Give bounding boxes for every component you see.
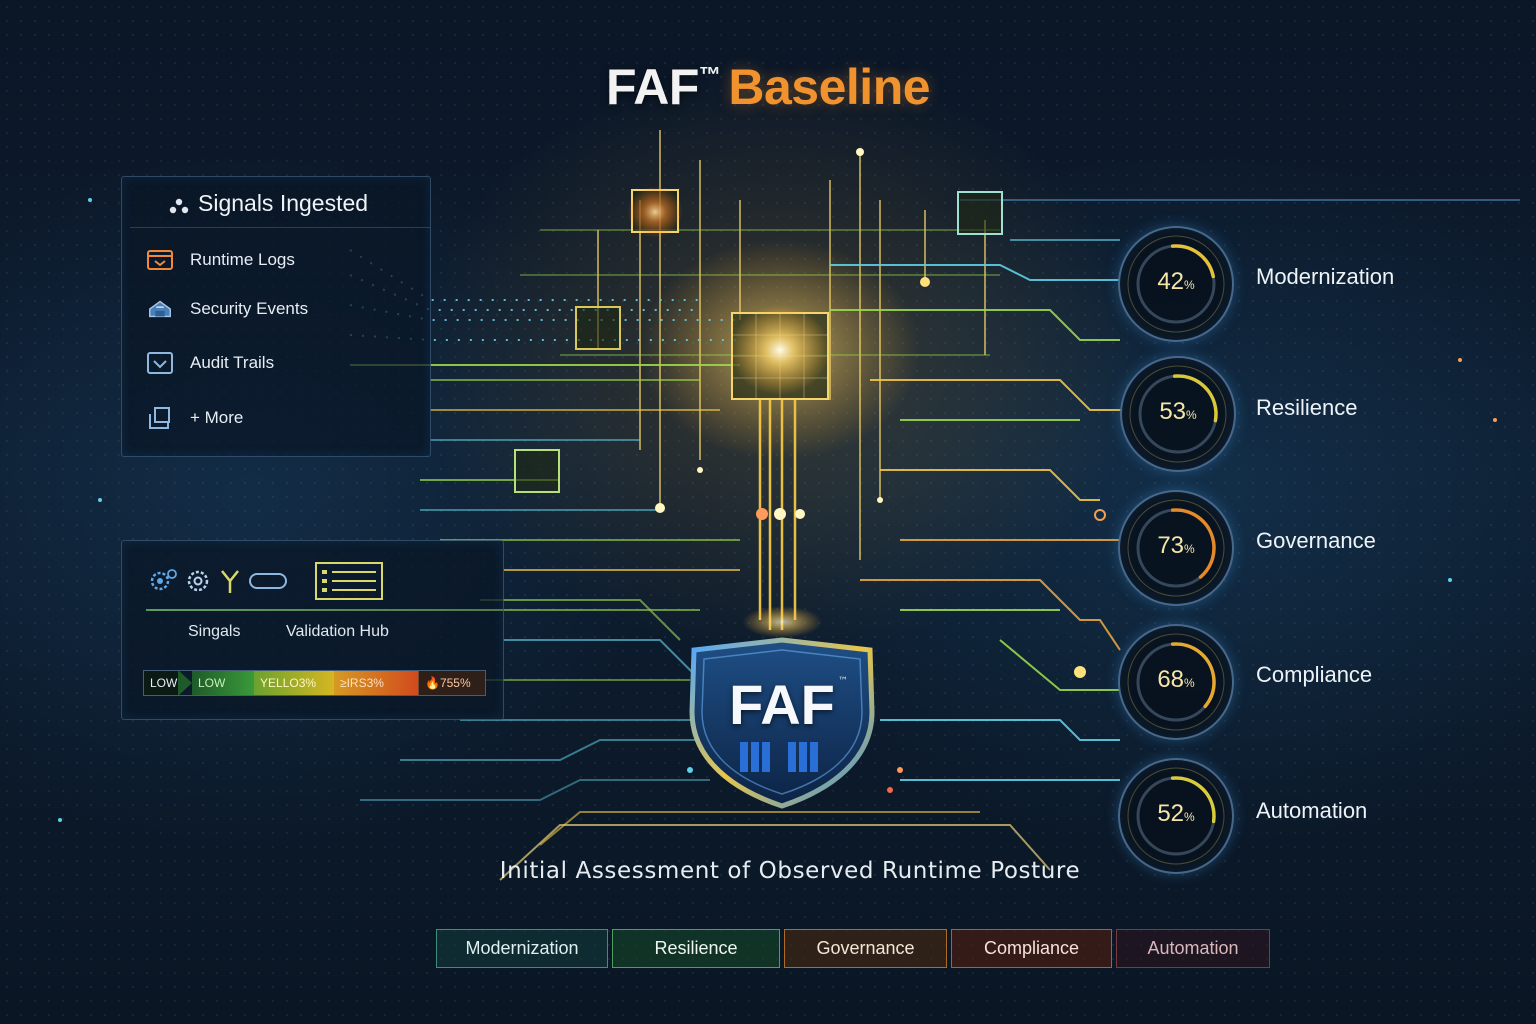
play-arrow-icon xyxy=(178,671,192,695)
tab-governance[interactable]: Governance xyxy=(784,929,947,968)
shield-faf-text: FAF xyxy=(729,673,835,736)
stack-more-icon xyxy=(146,406,174,430)
gauge-value: 73% xyxy=(1118,532,1234,560)
title-trademark: ™ xyxy=(698,62,721,87)
gauge-unit: % xyxy=(1184,542,1195,556)
gauge-compliance[interactable]: 68% xyxy=(1118,624,1234,740)
tab-label: Governance xyxy=(816,938,915,958)
signal-item-label: Runtime Logs xyxy=(190,250,295,269)
checkbox-audit-icon xyxy=(146,351,174,375)
gauge-arc-icon xyxy=(1127,499,1225,597)
gauge-arc-icon xyxy=(1127,633,1225,731)
gauge-resilience[interactable]: 53% xyxy=(1120,356,1236,472)
gauge-unit: % xyxy=(1184,810,1195,824)
assessment-subtitle: Initial Assessment of Observed Runtime P… xyxy=(499,858,1081,884)
hub-icon-row xyxy=(146,561,384,601)
tab-automation[interactable]: Automation xyxy=(1116,929,1270,968)
page-title: FAF™ Baseline xyxy=(0,58,1536,116)
divider xyxy=(130,227,430,228)
gauge-label-resilience: Resilience xyxy=(1256,395,1358,420)
cloud-security-icon xyxy=(146,297,174,321)
gauge-governance[interactable]: 73% xyxy=(1118,490,1234,606)
category-tabs: Modernization Resilience Governance Comp… xyxy=(436,929,1270,968)
gauge-arc-icon xyxy=(1127,767,1225,865)
gauge-arc-icon xyxy=(1129,365,1227,463)
gauge-label-modernization: Modernization xyxy=(1256,264,1395,289)
gauge-number: 53 xyxy=(1159,398,1187,425)
title-faf: FAF xyxy=(605,59,699,115)
faf-shield: FAF ™ xyxy=(686,636,878,808)
signal-item-audit-trails[interactable]: Audit Trails xyxy=(146,348,274,378)
gauge-unit: % xyxy=(1184,278,1195,292)
level-critical: 🔥755% xyxy=(418,671,485,695)
gauge-arc-icon xyxy=(1127,235,1225,333)
tab-label: Compliance xyxy=(983,938,1080,958)
gauge-value: 52% xyxy=(1118,800,1234,828)
signals-cluster-icon xyxy=(169,198,189,214)
hub-connector-line xyxy=(146,609,503,611)
log-window-icon xyxy=(146,248,174,272)
gauge-label-governance: Governance xyxy=(1256,528,1376,553)
signals-panel-title: Signals Ingested xyxy=(198,190,369,216)
risk-level-bar: LOW LOW YELLO3% ≥IRS3% 🔥755% xyxy=(143,670,486,696)
gauge-label-automation: Automation xyxy=(1256,798,1368,823)
signals-label: Singals xyxy=(188,623,241,640)
validation-hub-panel: Singals Validation Hub LOW LOW YELLO3% ≥… xyxy=(121,540,504,720)
level-low-dark: LOW xyxy=(144,671,178,695)
gauge-value: 68% xyxy=(1118,666,1234,694)
gear-icon xyxy=(187,570,209,592)
tab-label: Automation xyxy=(1147,938,1239,958)
shield-trademark: ™ xyxy=(838,676,848,687)
signal-item-label: Audit Trails xyxy=(190,353,275,372)
signal-item-label: Security Events xyxy=(190,299,309,318)
tab-label: Resilience xyxy=(654,938,738,958)
signal-item-runtime-logs[interactable]: Runtime Logs xyxy=(146,245,295,275)
gauge-number: 42 xyxy=(1157,268,1185,295)
gauge-label-compliance: Compliance xyxy=(1256,662,1373,687)
signal-item-more[interactable]: + More xyxy=(146,403,243,433)
gauge-automation[interactable]: 52% xyxy=(1118,758,1234,874)
level-low: LOW xyxy=(192,671,254,695)
gauge-modernization[interactable]: 42% xyxy=(1118,226,1234,342)
signal-item-label: + More xyxy=(190,408,244,427)
branch-icon xyxy=(221,570,239,593)
gauge-number: 73 xyxy=(1157,532,1185,559)
gauge-value: 53% xyxy=(1120,398,1236,426)
title-baseline: Baseline xyxy=(728,59,931,115)
tab-resilience[interactable]: Resilience xyxy=(612,929,780,968)
gauge-number: 68 xyxy=(1157,666,1185,693)
validation-hub-label: Validation Hub xyxy=(286,623,389,640)
level-yellow: YELLO3% xyxy=(254,671,334,695)
signal-item-security-events[interactable]: Security Events xyxy=(146,294,308,324)
signals-ingested-panel: Signals Ingested Runtime Logs Security E… xyxy=(121,176,431,457)
tab-modernization[interactable]: Modernization xyxy=(436,929,608,968)
tab-compliance[interactable]: Compliance xyxy=(951,929,1112,968)
gauge-number: 52 xyxy=(1157,800,1185,827)
toggle-pill-icon xyxy=(249,573,287,589)
gear-cluster-icon xyxy=(150,569,177,591)
tab-label: Modernization xyxy=(465,938,579,958)
level-high: ≥IRS3% xyxy=(334,671,418,695)
shield-emblem xyxy=(689,606,875,809)
gauge-unit: % xyxy=(1186,408,1197,422)
gauge-value: 42% xyxy=(1118,268,1234,296)
gauge-unit: % xyxy=(1184,676,1195,690)
checklist-panel-icon xyxy=(315,562,383,600)
